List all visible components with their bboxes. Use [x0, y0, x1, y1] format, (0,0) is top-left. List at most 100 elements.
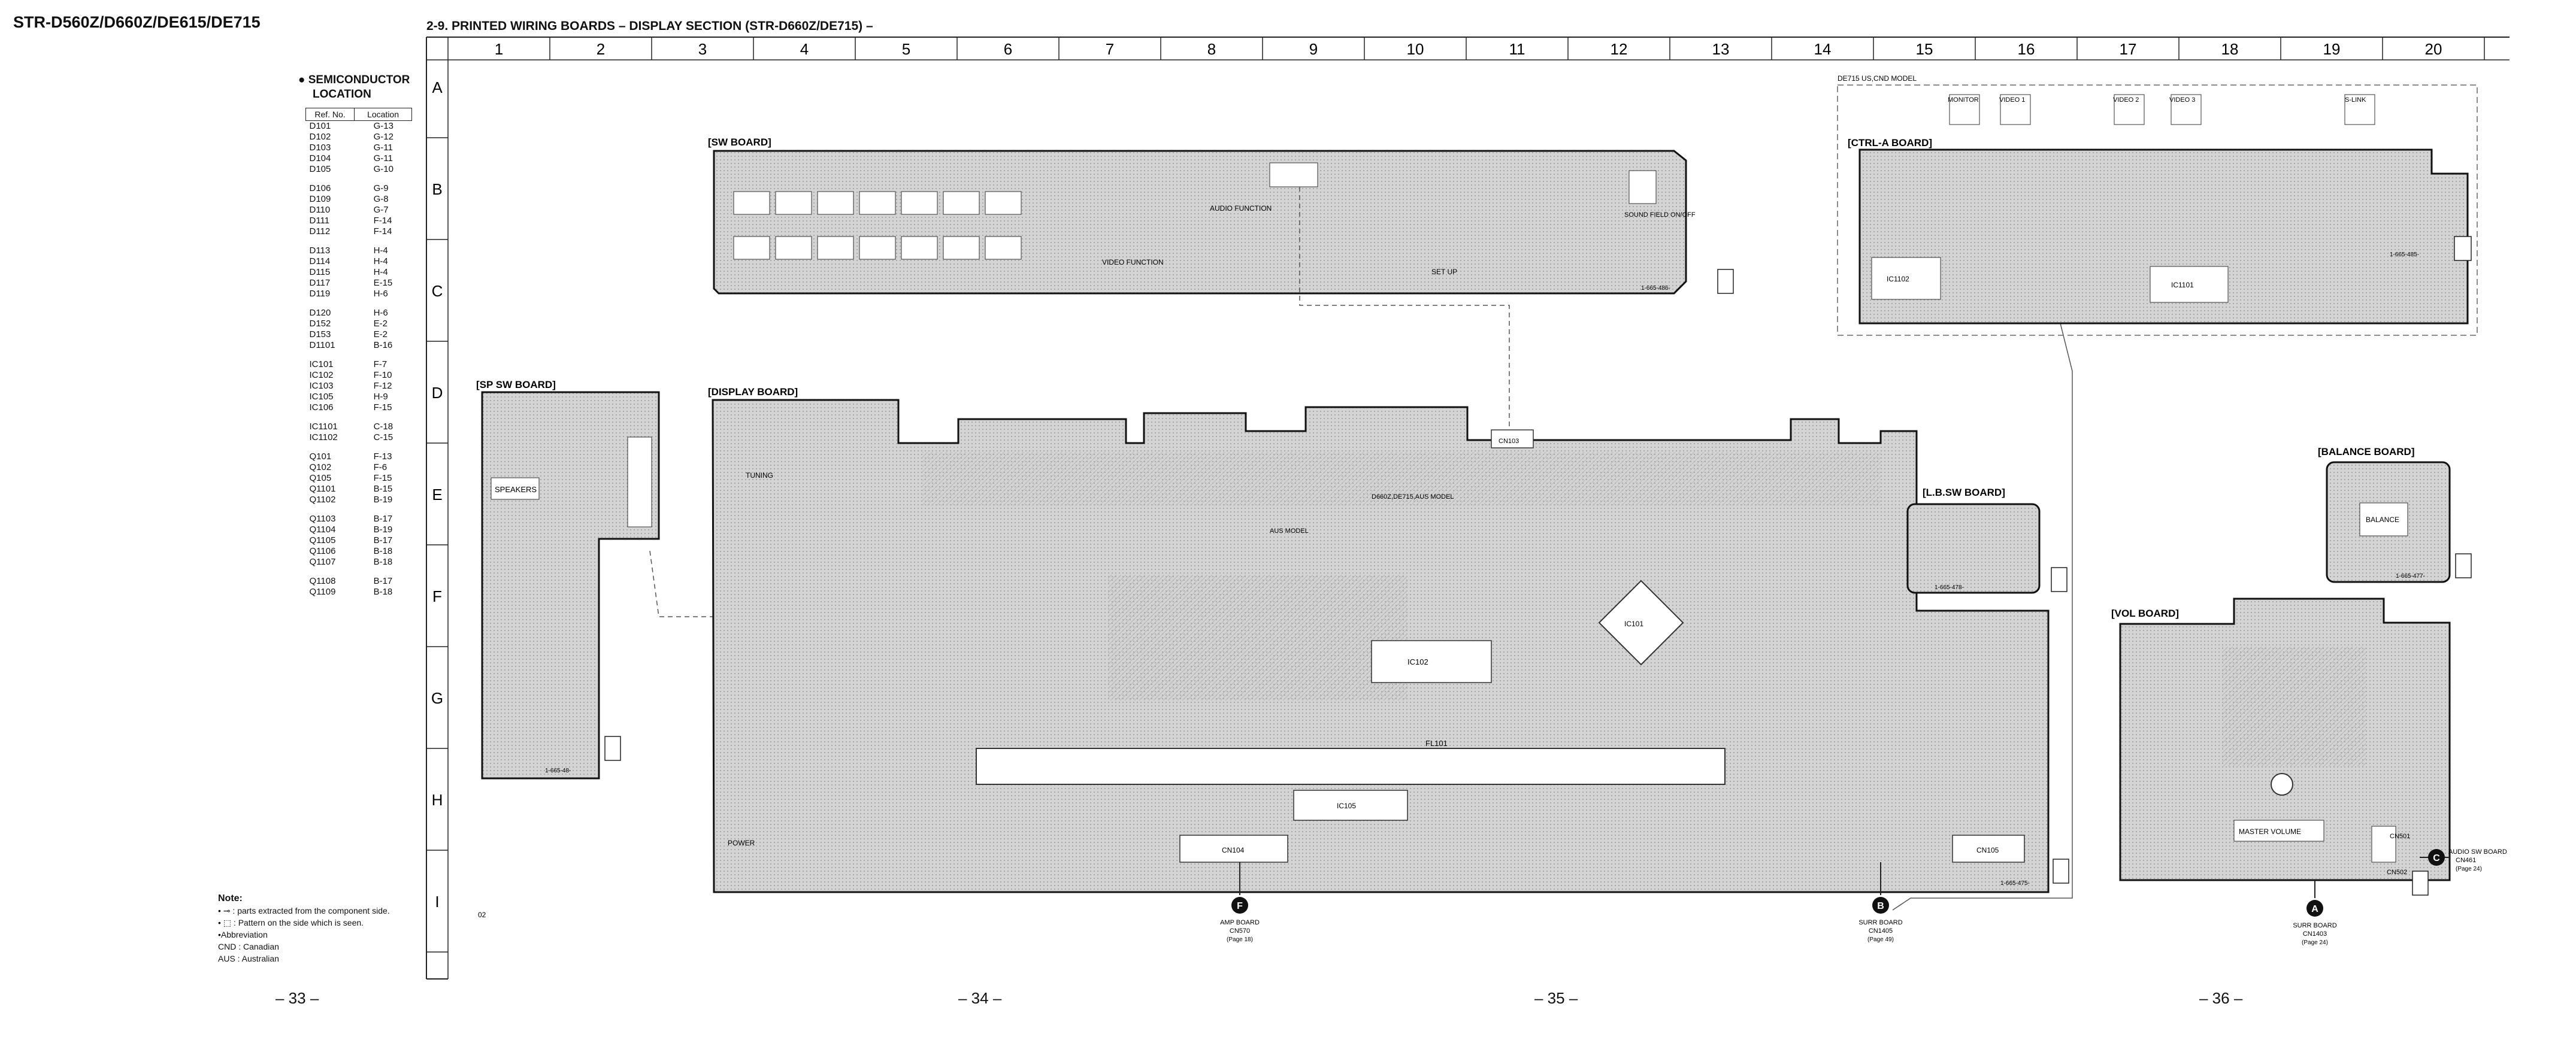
page-number-35: – 35 – — [1534, 989, 1578, 1007]
location-cell: F-6 — [373, 462, 388, 472]
speakers-label: SPEAKERS — [495, 485, 537, 494]
ic105-label: IC105 — [1337, 802, 1356, 810]
location-row: D110 G-7 — [306, 205, 412, 216]
fl101-label: FL101 — [1425, 739, 1448, 748]
location-cell: G-12 — [373, 132, 393, 142]
connector-f-line1: AMP BOARD — [1220, 919, 1260, 926]
ref-no-cell: IC105 — [309, 392, 334, 402]
row-label: C — [432, 282, 443, 300]
ref-no-cell: Q1106 — [309, 546, 336, 556]
ref-no-cell: Q1105 — [309, 535, 336, 545]
ref-no-cell: IC106 — [309, 402, 334, 413]
column-label: 18 — [2221, 40, 2239, 58]
ref-no-cell: Q1108 — [309, 576, 336, 586]
lb-sw-board-label: [L.B.SW BOARD] — [1923, 487, 2005, 498]
connector-callouts: F AMP BOARD CN570 (Page 18) B SURR BOARD… — [1220, 848, 2507, 946]
col-location-header: Location — [354, 108, 412, 121]
ref-no-cell: D106 — [309, 183, 331, 193]
ctrl-a-board-label: [CTRL-A BOARD] — [1848, 137, 1932, 148]
connector-b-line1: SURR BOARD — [1858, 919, 1902, 926]
column-label: 19 — [2323, 40, 2341, 58]
ref-no-cell: D111 — [309, 216, 330, 226]
note-line-4: CND : Canadian — [218, 942, 279, 951]
ref-no-cell: IC102 — [309, 370, 334, 380]
notes-block: Note: • ⊸ : parts extracted from the com… — [218, 892, 390, 965]
ref-no-cell: Q1101 — [309, 484, 336, 494]
ref-no-cell: D104 — [309, 153, 331, 163]
balance-board-label: [BALANCE BOARD] — [2318, 446, 2414, 457]
video-function-label: VIDEO FUNCTION — [1102, 258, 1164, 266]
semiconductor-location-title: ● SEMICONDUCTOR LOCATION — [298, 73, 410, 102]
ref-no-cell: IC1102 — [309, 432, 338, 442]
location-cell: G-11 — [373, 142, 393, 153]
ref-no-cell: D105 — [309, 164, 331, 174]
location-cell: G-13 — [373, 121, 393, 131]
location-row: D103 G-11 — [306, 142, 412, 153]
cn105-label: CN105 — [1976, 846, 1999, 854]
row-label: I — [435, 893, 439, 911]
vol-board: [VOL BOARD] MASTER VOLUME CN501 CN502 — [2111, 598, 2451, 896]
connector-a-line1: SURR BOARD — [2293, 922, 2336, 929]
location-cell: H-4 — [373, 267, 388, 277]
ref-no-cell: D114 — [309, 256, 331, 266]
location-cell: B-17 — [373, 514, 393, 524]
location-cell: B-19 — [373, 495, 393, 505]
connector-b-line2: CN1405 — [1869, 927, 1893, 935]
location-cell: G-9 — [373, 183, 389, 193]
sp-sw-part-number: 1-665-48- — [545, 768, 571, 774]
sound-field-label: SOUND FIELD ON/OFF — [1624, 211, 1696, 219]
ref-no-cell: D120 — [309, 308, 331, 318]
location-row: D117 E-15 — [306, 278, 412, 289]
note-line-5: AUS : Australian — [218, 954, 279, 963]
row-label: B — [432, 180, 442, 198]
location-row: IC102 F-10 — [306, 370, 412, 381]
column-label: 3 — [698, 40, 707, 58]
connector-b: B SURR BOARD CN1405 (Page 49) — [1858, 862, 1903, 943]
aus-model-label: AUS MODEL — [1270, 527, 1309, 535]
ic1102-label: IC1102 — [1887, 275, 1909, 283]
ref-no-cell: D110 — [309, 205, 331, 215]
location-cell: B-17 — [373, 576, 393, 586]
location-cell: E-15 — [373, 278, 393, 288]
lb-sw-part-number: 1-665-478- — [1935, 584, 1964, 591]
ref-no-cell: Q102 — [309, 462, 332, 472]
ref-no-cell: D117 — [309, 278, 331, 288]
ic101-label: IC101 — [1624, 620, 1643, 628]
connector-f-line3: (Page 18) — [1227, 936, 1253, 943]
sw-board-part-number: 1-665-486- — [1641, 285, 1670, 292]
sw-board: [SW BOARD] AUDIO FUNCTION VIDEO FUNCTION… — [708, 137, 1734, 295]
location-cell: B-19 — [373, 524, 393, 535]
ref-no-cell: IC101 — [309, 359, 334, 369]
ref-no-cell: Q1102 — [309, 495, 336, 505]
page-number-33: – 33 – — [276, 989, 319, 1007]
balance-knob-label: BALANCE — [2366, 516, 2399, 524]
location-cell: F-10 — [373, 370, 392, 380]
ctrl-a-outline — [1858, 148, 2469, 325]
column-label: 15 — [1916, 40, 1933, 58]
note-line-2: • ⬚ : Pattern on the side which is seen. — [218, 918, 364, 927]
ref-no-cell: D119 — [309, 289, 331, 299]
ctrl-a-board: DE715 US,CND MODEL [CTRL-A BOARD] MONITO… — [1837, 74, 2478, 336]
ref-no-cell: Q101 — [309, 451, 332, 462]
ref-no-cell: Q1109 — [309, 587, 336, 597]
connector-b-letter: B — [1877, 901, 1884, 911]
location-cell: F-13 — [373, 451, 392, 462]
sheet-code: 02 — [478, 911, 486, 919]
location-cell: E-2 — [373, 319, 388, 329]
location-cell: C-18 — [373, 422, 393, 432]
ref-no-cell: D103 — [309, 142, 331, 153]
location-cell: G-7 — [373, 205, 389, 215]
column-label: 16 — [2018, 40, 2035, 58]
lb-sw-outline — [1906, 503, 2041, 594]
